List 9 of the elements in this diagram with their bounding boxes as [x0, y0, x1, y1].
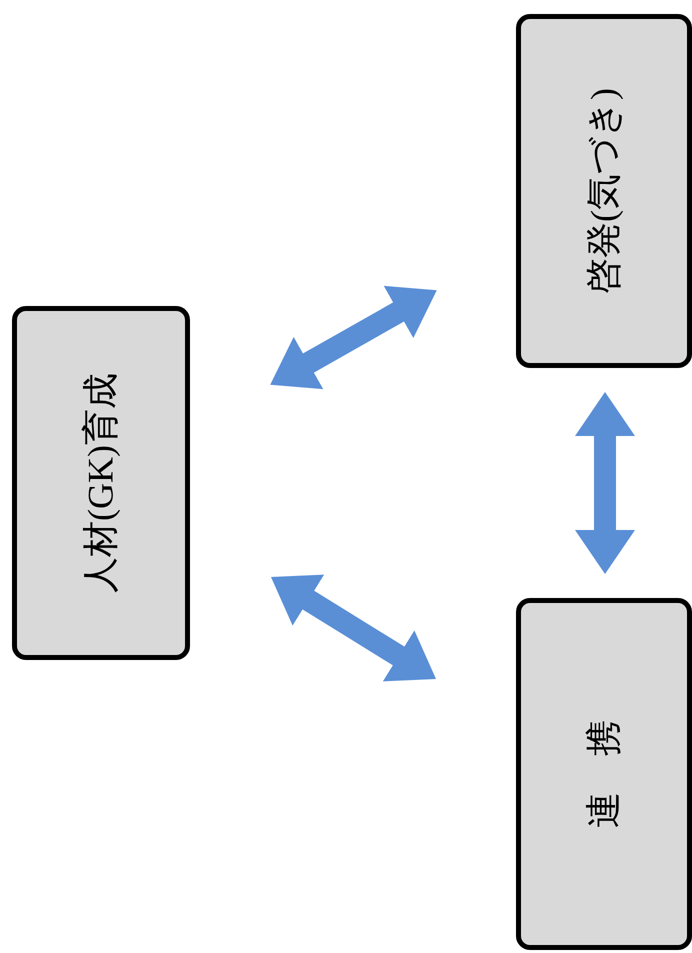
box-label: 啓発(気づき) [582, 88, 624, 294]
process-box [516, 14, 692, 368]
box-label: 人材(GK)育成 [80, 373, 122, 593]
box-label: 連 携 [582, 720, 624, 828]
double-arrow [270, 574, 436, 682]
process-box [12, 306, 190, 660]
process-box [516, 598, 692, 950]
double-arrow [270, 286, 437, 390]
double-arrow [575, 392, 635, 574]
